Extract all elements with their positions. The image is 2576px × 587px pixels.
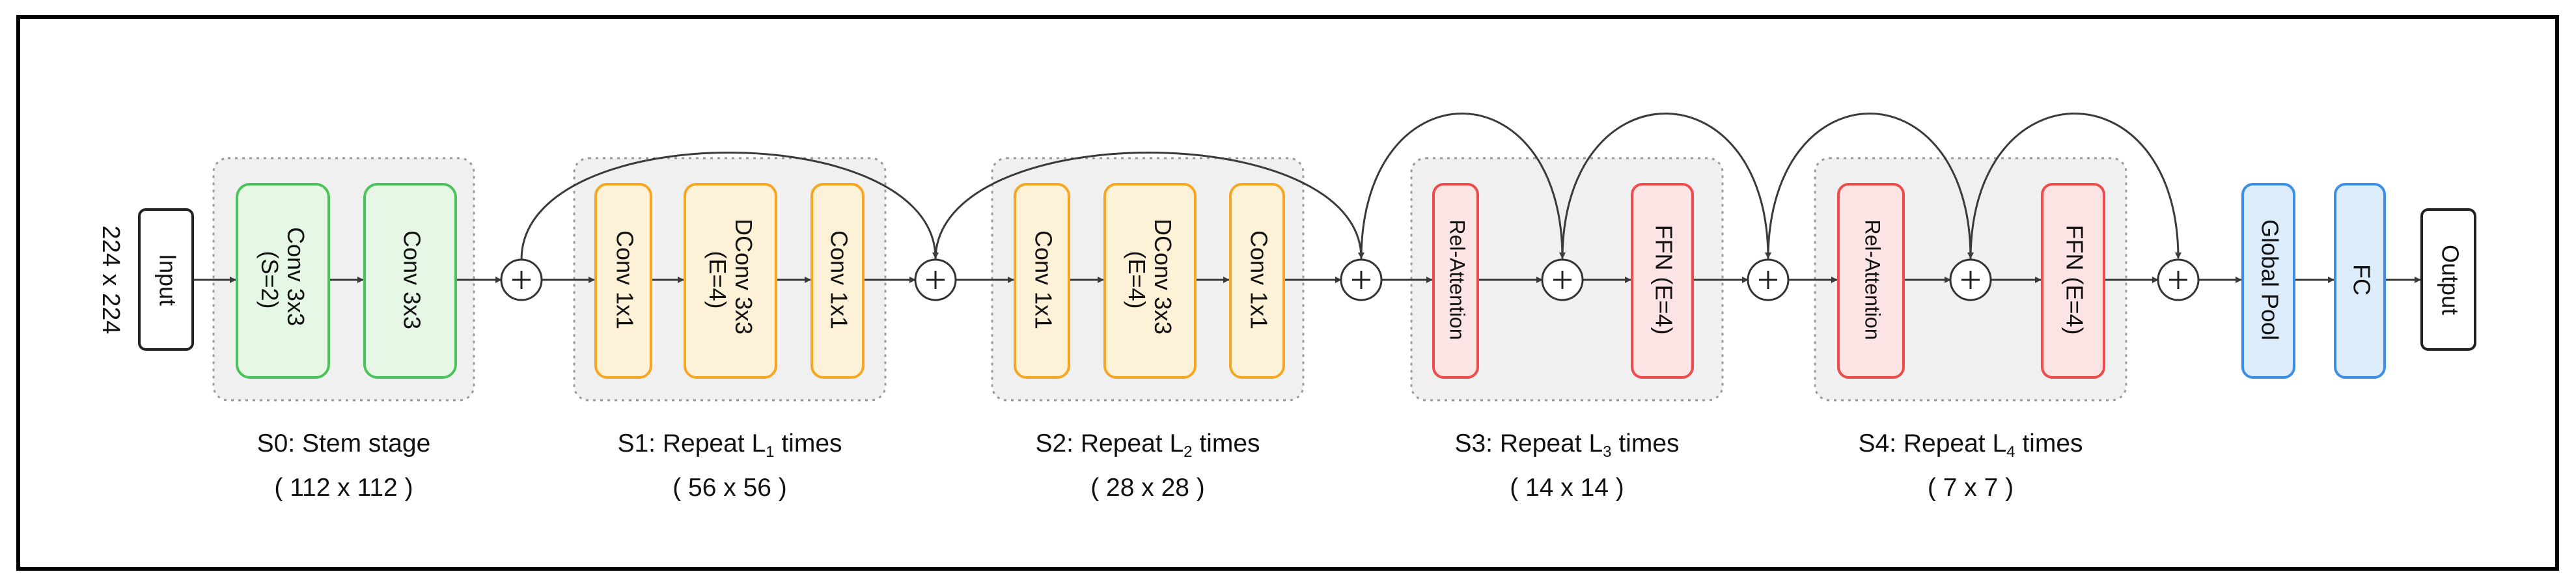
stage-s2-size: ( 28 x 28 ) bbox=[1090, 474, 1205, 502]
add-node-3 bbox=[1340, 258, 1383, 301]
stem-conv-block: Conv 3x3 bbox=[363, 183, 457, 379]
fc-block: FC bbox=[2334, 183, 2386, 379]
svg-text:Conv 3x3 (S=2): Conv 3x3 (S=2) bbox=[256, 227, 309, 333]
s4-ffn-label: FFN (E=4) bbox=[2061, 225, 2088, 334]
skip-arc-s4a bbox=[1767, 113, 1974, 260]
s3-rel-attention-block: Rel-Attention bbox=[1432, 183, 1479, 379]
skip-arc-s3a bbox=[1360, 113, 1566, 260]
skip-arc-s1 bbox=[520, 152, 939, 260]
global-pool-label: Global Pool bbox=[2256, 219, 2283, 340]
s1-conv1x1-b-block: Conv 1x1 bbox=[810, 183, 865, 379]
s2-dconv-label-line1: DConv 3x3 bbox=[1150, 219, 1176, 334]
add-node-1 bbox=[500, 258, 543, 301]
s4-rel-attention-label: Rel-Attention bbox=[1861, 220, 1885, 340]
s4-rel-attention-block: Rel-Attention bbox=[1837, 183, 1905, 379]
stage-s0-title: S0: Stem stage bbox=[257, 430, 431, 457]
s1-conv1x1-a-block: Conv 1x1 bbox=[594, 183, 652, 379]
output-label: Output bbox=[2437, 245, 2463, 315]
s1-dconv-label-line2: (E=4) bbox=[704, 251, 731, 308]
stage-s0-size: ( 112 x 112 ) bbox=[274, 474, 413, 502]
s3-rel-attention-label: Rel-Attention bbox=[1446, 220, 1469, 340]
stem-conv2-label: Conv 3x3 bbox=[398, 230, 425, 329]
s2-conv1x1-b-block: Conv 1x1 bbox=[1229, 183, 1285, 379]
add-node-7 bbox=[2157, 258, 2200, 301]
s2-conv1x1-b-label: Conv 1x1 bbox=[1245, 230, 1272, 329]
stage-s4-size: ( 7 x 7 ) bbox=[1928, 474, 2014, 502]
stage-s1-title: S1: Repeat L1 times bbox=[617, 430, 842, 461]
add-node-4 bbox=[1541, 258, 1584, 301]
stem-conv-label-line1: Conv 3x3 bbox=[283, 227, 309, 326]
s3-ffn-label: FFN (E=4) bbox=[1650, 225, 1677, 334]
s2-dconv-label-line2: (E=4) bbox=[1124, 251, 1150, 308]
s3-ffn-block: FFN (E=4) bbox=[1631, 183, 1694, 379]
add-node-6 bbox=[1949, 258, 1992, 301]
input-label: Input bbox=[154, 254, 181, 306]
s1-dconv-label-line1: DConv 3x3 bbox=[730, 219, 757, 334]
s4-ffn-block: FFN (E=4) bbox=[2041, 183, 2105, 379]
stage-s1-size: ( 56 x 56 ) bbox=[672, 474, 787, 502]
add-node-5 bbox=[1747, 258, 1790, 301]
stem-conv-label-line2: (S=2) bbox=[256, 251, 283, 308]
input-size-label: 224 x 224 bbox=[97, 226, 124, 334]
stage-s3-title: S3: Repeat L3 times bbox=[1454, 430, 1679, 461]
s1-dconv-block: DConv 3x3 (E=4) bbox=[684, 183, 777, 379]
input-block: Input bbox=[138, 208, 194, 351]
skip-arc-s4b bbox=[1969, 113, 2181, 260]
s1-conv1x1-b-label: Conv 1x1 bbox=[825, 230, 852, 329]
s1-conv1x1-a-label: Conv 1x1 bbox=[611, 230, 638, 329]
svg-text:DConv 3x3 (E=4): DConv 3x3 (E=4) bbox=[1124, 219, 1176, 341]
svg-text:DConv 3x3 (E=4): DConv 3x3 (E=4) bbox=[704, 219, 757, 341]
s2-conv1x1-a-label: Conv 1x1 bbox=[1030, 230, 1057, 329]
stage-s4-title: S4: Repeat L4 times bbox=[1858, 430, 2083, 461]
skip-arc-s3b bbox=[1561, 113, 1771, 260]
fc-label: FC bbox=[2348, 264, 2375, 295]
stem-conv-stride2-block: Conv 3x3 (S=2) bbox=[236, 183, 330, 379]
s2-dconv-block: DConv 3x3 (E=4) bbox=[1103, 183, 1197, 379]
global-pool-block: Global Pool bbox=[2241, 183, 2295, 379]
stage-s2-title: S2: Repeat L2 times bbox=[1035, 430, 1260, 461]
skip-connections bbox=[520, 113, 2181, 260]
add-node-2 bbox=[914, 258, 957, 301]
stage-captions: S0: Stem stage ( 112 x 112 ) S1: Repeat … bbox=[257, 430, 2083, 502]
stage-s3-size: ( 14 x 14 ) bbox=[1510, 474, 1624, 502]
output-block: Output bbox=[2420, 208, 2476, 351]
s2-conv1x1-a-block: Conv 1x1 bbox=[1014, 183, 1070, 379]
skip-arc-s2 bbox=[934, 152, 1364, 260]
